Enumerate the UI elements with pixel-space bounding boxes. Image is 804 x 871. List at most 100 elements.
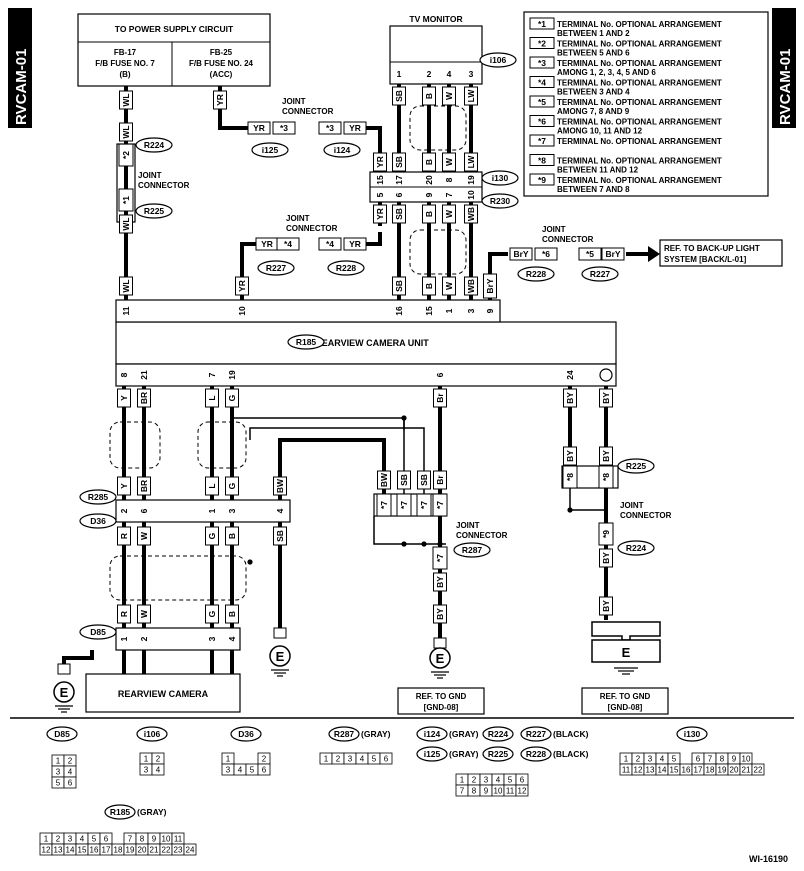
legend-text-2: AMONG 7, 8 AND 9 [557,107,630,116]
svg-text:4: 4 [238,766,243,775]
wire-code-tag [433,572,447,592]
terminal-star-box [432,493,448,517]
ground-e-sb: E [269,645,291,677]
wire-code: W [444,157,454,166]
connector-id-oval [323,142,361,158]
connector-id: i130 [492,173,509,183]
wire-code: B [424,211,434,217]
terminal-star: *7 [399,501,409,509]
connector-id: R227 [590,269,611,279]
wire-code: BY [601,552,611,564]
wire-code: YR [237,280,247,292]
svg-text:24: 24 [186,846,195,855]
terminal-star-box [276,237,300,251]
svg-text:15: 15 [78,846,87,855]
wire-code-tag [205,604,219,624]
connector-id: R230 [490,196,511,206]
wire-code: R [119,611,129,617]
connector-id: D36 [90,516,106,526]
tv-monitor: TV MONITOR 1 2 4 3 [389,14,483,85]
svg-text:12: 12 [42,846,51,855]
wire-code-tag [137,604,151,624]
terminal-star: *7 [379,501,389,509]
shield-r-w-g-b [109,555,247,601]
svg-text:9: 9 [484,787,489,796]
svg-text:2: 2 [472,776,477,785]
terminal-star: *3 [326,123,334,133]
wire-code: Br [435,475,445,485]
terminal-star-box [318,121,342,135]
wire-code-tag [433,604,447,624]
legend-key: *5 [538,97,546,107]
terminal-star-box [598,522,614,546]
fuse-left-line3: (B) [119,70,130,79]
pin-number: 19 [227,370,237,380]
connector-id: D85 [54,729,70,739]
svg-text:18: 18 [706,766,715,775]
legend-key: *4 [538,78,546,88]
svg-text:8: 8 [140,835,145,844]
ground-e-center: E [429,647,451,679]
wire-code-tag [599,548,613,568]
power-supply-box: TO POWER SUPPLY CIRCUIT FB-17 F/B FUSE N… [77,13,271,87]
connector-id: R225 [626,461,647,471]
wire-code: BY [601,392,611,404]
wire-code-tag [392,152,406,172]
terminal-star-box [432,546,448,570]
pin-number: 10 [237,306,247,316]
wire-code-tag [483,273,497,299]
wire-code: Y [119,395,129,401]
wire-code: BY [435,608,445,620]
svg-text:19: 19 [126,846,135,855]
connector-id-oval [517,266,555,282]
ref-backup-line1: REF. TO BACK-UP LIGHT [664,244,760,253]
svg-text:1: 1 [56,757,61,766]
wire-code-tag [442,152,456,172]
wire-code: SB [419,474,429,486]
wire-code: BY [601,600,611,612]
ref-gnd-center-line1: REF. TO GND [416,692,467,701]
terminal-star: *7 [435,501,445,509]
connector-id-oval [416,746,448,762]
svg-text:6: 6 [384,755,389,764]
fuse-right-line2: F/B FUSE NO. 24 [189,59,254,68]
svg-text:5: 5 [672,755,677,764]
connector-r285-band [115,499,291,523]
legend-text-2: BETWEEN 5 AND 6 [557,49,630,58]
legend-text-1: TERMINAL No. OPTIONAL ARRANGEMENT [557,79,722,88]
connector-id: i130 [684,729,701,739]
ground-label: E [622,645,631,660]
wire-code-tag [117,476,131,496]
wire-code-tag [563,388,577,408]
svg-text:6: 6 [104,835,109,844]
joint-connector-label-r228: JOINT CONNECTOR [542,225,594,244]
svg-text:20: 20 [138,846,147,855]
wire-code: BY [435,576,445,588]
legend-key-box [529,76,555,88]
wire-code: L [207,483,217,488]
svg-text:13: 13 [54,846,63,855]
wire-code: Y [119,483,129,489]
terminal-star-box [376,493,392,517]
svg-text:CONNECTOR: CONNECTOR [542,235,594,244]
svg-text:11: 11 [174,835,183,844]
wire-code: BrY [513,249,528,259]
svg-text:JOINT: JOINT [282,97,306,106]
svg-text:6: 6 [520,776,525,785]
wire-code-tag [433,388,447,408]
wire-code: L [207,395,217,400]
terminal-star: *4 [284,239,292,249]
wire-code: B [424,159,434,165]
svg-text:3: 3 [226,766,231,775]
connector-i130-block [369,171,483,203]
pin-number: 9 [485,308,495,313]
connector-id: R287 [334,729,355,739]
wire-code: W [444,91,454,100]
wire-code: W [444,281,454,290]
connector-id-oval [136,726,168,742]
pin-number: 6 [435,372,445,377]
wire-d85-gnd [62,650,94,668]
connector-id: i124 [424,729,441,739]
connector-id-oval [482,746,514,762]
wire-code-tag [247,121,271,135]
